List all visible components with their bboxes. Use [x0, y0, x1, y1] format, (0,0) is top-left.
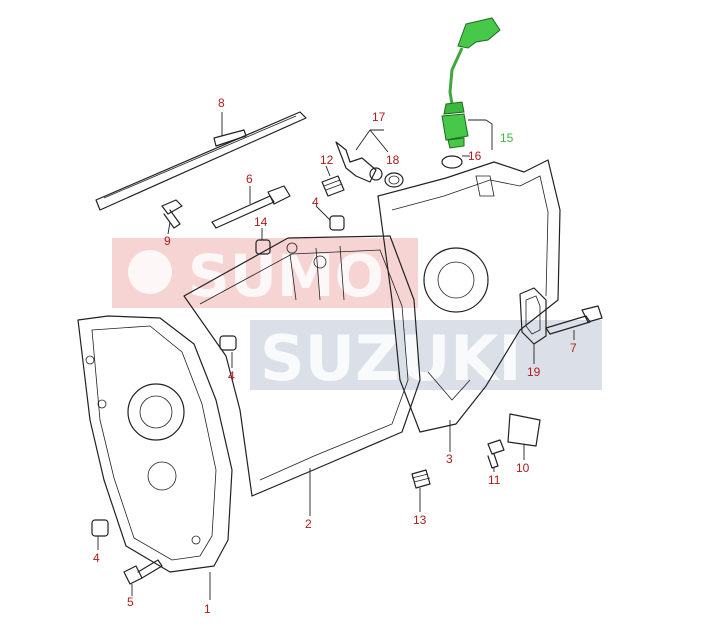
part-7-bolt	[545, 305, 603, 335]
callout-17: 17	[372, 110, 386, 124]
part-1-front-case	[77, 315, 233, 573]
callout-14: 14	[254, 215, 268, 229]
callout-4-upper: 4	[312, 195, 319, 209]
part-2-center-case	[183, 235, 421, 497]
part-11-bolt	[487, 439, 505, 469]
callout-12: 12	[320, 153, 334, 167]
watermark: SUMO SUZUKI	[112, 238, 602, 395]
part-4-dowel-upper	[329, 215, 345, 231]
callout-7: 7	[570, 341, 577, 355]
callout-labels: 8 9 6 14 12 17 18 15 16 4 4 4 5 1 2 3 13…	[93, 96, 577, 616]
part-3-rear-case	[377, 159, 561, 433]
part-8-seal-strip	[95, 111, 307, 211]
callout-5: 5	[127, 595, 134, 609]
callout-11: 11	[488, 473, 501, 487]
callout-16: 16	[468, 149, 482, 163]
callout-8: 8	[218, 96, 225, 110]
callout-4-lower: 4	[93, 551, 100, 565]
part-9-bolt	[161, 199, 183, 229]
callout-6: 6	[246, 172, 253, 186]
sumo-figure-icon	[128, 250, 172, 294]
part-12-plug	[321, 175, 345, 197]
callout-15-highlighted: 15	[500, 131, 514, 145]
callout-2: 2	[305, 517, 312, 531]
watermark-line1: SUMO	[188, 242, 384, 310]
part-16-o-ring	[441, 155, 463, 169]
watermark-line2: SUZUKI	[260, 322, 521, 395]
callout-19: 19	[527, 365, 541, 379]
part-10-bracket	[507, 413, 541, 447]
callout-4-mid: 4	[228, 369, 235, 383]
part-17-switch	[335, 141, 383, 183]
part-19-gasket	[519, 287, 547, 345]
callout-13: 13	[413, 513, 427, 527]
callout-18: 18	[386, 153, 400, 167]
callout-9: 9	[164, 234, 171, 248]
part-13-plug	[411, 469, 431, 489]
part-6-long-bolt	[211, 185, 291, 229]
part-14-dowel	[255, 239, 271, 255]
callout-1: 1	[204, 602, 211, 616]
part-4-dowel-lower	[91, 519, 109, 537]
callout-3: 3	[446, 452, 453, 466]
watermark-blue-band	[250, 320, 602, 390]
leader-lines	[97, 112, 575, 600]
part-5-bolt	[123, 559, 163, 585]
part-15-sensor-highlighted	[441, 17, 501, 149]
part-18-washer	[384, 172, 404, 188]
callout-10: 10	[516, 461, 530, 475]
part-4-dowel-mid	[219, 335, 237, 351]
